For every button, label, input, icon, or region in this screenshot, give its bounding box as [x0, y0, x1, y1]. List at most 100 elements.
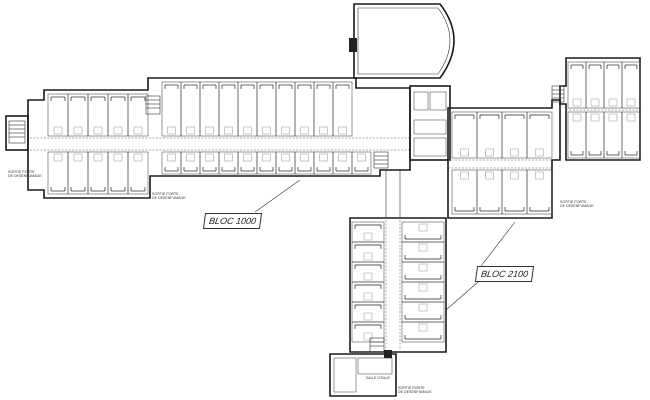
exit-note-right-line1: SORTIE PORTE: [560, 200, 587, 204]
room-cell: [133, 126, 143, 135]
top-annex-room: [349, 3, 455, 79]
room-cell: [535, 148, 544, 157]
exit-note-right-line2: DE DESENFUMAGE: [560, 204, 594, 208]
room-cell: [319, 126, 328, 135]
bottom-annex: [329, 350, 397, 397]
room-cell: [338, 153, 347, 162]
room-cell: [418, 283, 428, 292]
room-cell: [313, 81, 334, 137]
room-cell: [186, 126, 195, 135]
room-cell: [418, 263, 428, 272]
exit-note-bottom: SORTIE PORTE DE DESENFUMAGE: [398, 386, 432, 394]
exit-note-bottom-line2: DE DESENFUMAGE: [398, 390, 432, 394]
south-wing: [349, 170, 447, 353]
room-cell: [243, 153, 252, 162]
service-room-label: SALLE D'EAUX: [366, 376, 390, 380]
room-cell: [180, 81, 201, 137]
room-cell: [127, 151, 149, 195]
room-cell: [113, 126, 123, 135]
room-cell: [418, 243, 428, 252]
central-connector: [409, 85, 451, 161]
room-cell: [460, 148, 469, 157]
exit-note-bottom-line1: SORTIE PORTE: [398, 386, 425, 390]
room-cell: [186, 153, 195, 162]
far-east-block: [551, 57, 641, 161]
exit-note-right: SORTIE PORTE DE DESENFUMAGE: [560, 200, 594, 208]
room-cell: [476, 169, 503, 215]
room-cell: [535, 171, 544, 180]
room-cell: [281, 126, 290, 135]
room-cell: [167, 126, 176, 135]
left-stair-wing: [5, 115, 29, 151]
room-cell: [262, 153, 271, 162]
exit-note-mid-line2: DE DESENFUMAGE: [152, 196, 186, 200]
room-cell: [451, 169, 478, 215]
room-cell: [205, 126, 214, 135]
room-cell: [294, 81, 315, 137]
room-cell: [363, 232, 373, 241]
room-cell: [237, 81, 258, 137]
room-cell: [93, 153, 103, 162]
room-cell: [621, 61, 641, 109]
room-cell: [275, 81, 296, 137]
room-cell: [133, 153, 143, 162]
room-cell: [418, 303, 428, 312]
room-cell: [526, 169, 553, 215]
room-cell: [53, 153, 63, 162]
room-cell: [608, 113, 618, 122]
room-cell: [572, 98, 582, 107]
exit-note-mid-line1: SORTIE PORTE: [152, 192, 179, 196]
room-cell: [608, 98, 618, 107]
room-cell: [510, 148, 519, 157]
room-cell: [53, 126, 63, 135]
exit-note-left-line2: DE DESENFUMAGE: [8, 174, 42, 178]
room-cell: [300, 153, 309, 162]
room-cell: [127, 93, 149, 137]
room-cell: [590, 113, 600, 122]
room-cell: [256, 81, 277, 137]
room-cell: [281, 153, 290, 162]
bloc-2100-leader-1: [477, 221, 516, 271]
room-cell: [363, 272, 373, 281]
room-cell: [590, 98, 600, 107]
room-cell: [363, 252, 373, 261]
room-cell: [93, 126, 103, 135]
bloc-2100-east-wing: [447, 99, 561, 219]
room-cell: [224, 153, 233, 162]
room-cell: [451, 111, 478, 159]
room-cell: [485, 148, 494, 157]
room-cell: [363, 312, 373, 321]
room-cell: [501, 169, 528, 215]
bloc-1000-leader: [254, 179, 301, 213]
room-cell: [626, 98, 636, 107]
bloc-2100-leader-2: [445, 281, 479, 311]
room-cell: [357, 153, 366, 162]
room-cell: [363, 292, 373, 301]
room-cell: [199, 81, 220, 137]
room-cell: [319, 153, 328, 162]
room-cell: [218, 81, 239, 137]
exit-note-mid: SORTIE PORTE DE DESENFUMAGE: [152, 192, 186, 200]
exit-note-left: SORTIE PORTE DE DESENFUMAGE: [8, 170, 42, 178]
room-cell: [351, 321, 385, 343]
room-cell: [167, 153, 176, 162]
room-cell: [418, 323, 428, 332]
room-cell: [501, 111, 528, 159]
bloc-2100-label: BLOC 2100: [474, 266, 535, 282]
room-cell: [205, 153, 214, 162]
room-cell: [332, 81, 353, 137]
room-cell: [485, 171, 494, 180]
room-cell: [526, 111, 553, 159]
room-cell: [460, 171, 469, 180]
room-cell: [224, 126, 233, 135]
room-cell: [161, 81, 182, 137]
room-cell: [73, 126, 83, 135]
exit-note-left-line1: SORTIE PORTE: [8, 170, 35, 174]
room-cell: [363, 332, 373, 341]
room-cell: [401, 321, 445, 343]
bloc-1000-wing: [27, 77, 411, 199]
room-cell: [351, 151, 372, 175]
room-cell: [243, 126, 252, 135]
room-cell: [572, 113, 582, 122]
